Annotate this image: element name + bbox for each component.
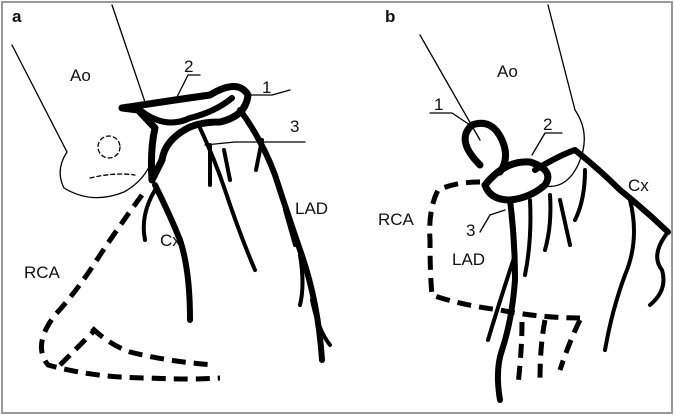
- panel-b-lad-label: LAD: [452, 250, 485, 269]
- panel-a-lad-label: LAD: [295, 199, 328, 218]
- panel-b-callout-3-line: [480, 210, 505, 232]
- panel-b-callout-2-line: [532, 133, 562, 155]
- panel-b-callout-1-label: 1: [434, 95, 443, 114]
- panel-a-cx-branch-1: [144, 190, 155, 240]
- panel-a-callout-2-label: 2: [184, 57, 193, 76]
- panel-b-callout-2-label: 2: [543, 115, 552, 134]
- panel-b-rca-branch-2: [560, 320, 580, 370]
- panel-b: b Ao 1 2 3 RCA LAD Cx: [378, 5, 668, 400]
- panel-a-callout-1-label: 1: [262, 78, 271, 97]
- panel-a: a Ao 1 2 3 LAD Cx RCA: [12, 5, 330, 379]
- panel-a-lad-vessel: [240, 110, 322, 360]
- panel-a-cx-label: Cx: [160, 231, 181, 250]
- panel-b-aorta-label: Ao: [497, 62, 518, 81]
- panel-a-ostium-circle: [98, 136, 120, 158]
- panel-a-cx-branch-4: [224, 150, 230, 180]
- panel-a-callout-3-label: 3: [290, 117, 299, 136]
- panel-b-lad-branch-4: [560, 200, 570, 245]
- panel-a-aorta-outline: [12, 5, 150, 198]
- panel-b-rca-branch-1: [540, 320, 545, 380]
- panel-b-cx-branch-3: [575, 170, 585, 220]
- panel-a-cx-vessel: [155, 185, 190, 320]
- panel-b-rca-label: RCA: [378, 210, 415, 229]
- panel-b-callout-3-label: 3: [466, 221, 475, 240]
- panel-a-rca-label: RCA: [24, 263, 61, 282]
- panel-a-aorta-label: Ao: [70, 66, 91, 85]
- panel-b-cx-branch-2: [605, 200, 634, 350]
- panel-a-lad-branch-3: [300, 255, 303, 305]
- panel-b-cx-label: Cx: [628, 176, 649, 195]
- panel-b-lad-branch-2: [525, 200, 530, 275]
- panel-a-rca-branch-2: [60, 330, 95, 365]
- panel-a-rca-branch-1: [92, 328, 215, 365]
- panel-a-label: a: [12, 7, 22, 26]
- panel-a-callout-3-line: [205, 142, 305, 145]
- panel-a-ostium-dotted-line: [90, 174, 135, 178]
- panel-b-cx-branch-1: [650, 232, 668, 305]
- panel-b-loop-vessel-1: [465, 123, 505, 172]
- panel-b-lad-branch-3: [545, 195, 550, 250]
- panel-b-label: b: [385, 7, 395, 26]
- panel-b-callout-1-line: [430, 113, 470, 125]
- panel-b-rca-branch-3: [518, 322, 522, 385]
